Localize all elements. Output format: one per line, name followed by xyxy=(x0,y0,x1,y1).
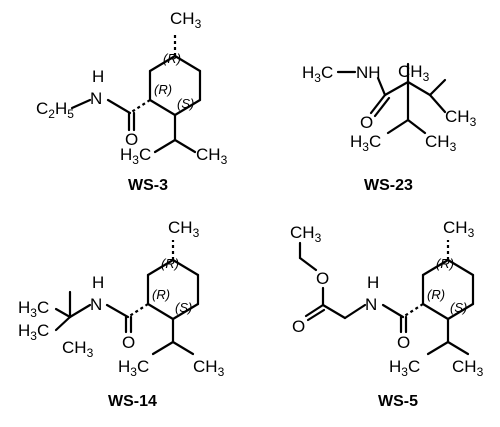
ws14-h3c-2: H3C xyxy=(18,321,49,343)
ws5-ipr-right xyxy=(446,340,470,356)
molecule-ws-14: CH3 H3C H3C H N CH3 O H3C CH3 (R) (R) (S… xyxy=(18,218,225,410)
ws14-cn-bond xyxy=(105,303,130,319)
ws5-o-ch2-bond xyxy=(298,256,318,272)
ws5-nh-h: H xyxy=(367,273,379,292)
ws23-o: O xyxy=(360,113,373,132)
ws5-o-amide: O xyxy=(397,333,410,352)
ws14-ring-bonds xyxy=(146,258,200,321)
ws14-ch3-top: CH3 xyxy=(168,218,200,240)
ws3-caption: WS-3 xyxy=(128,177,168,194)
ws14-ipr-right xyxy=(171,340,195,356)
ws5-ch3-right: CH3 xyxy=(452,357,484,379)
ws23-cq-ipr1 xyxy=(406,80,432,97)
ws14-n: N xyxy=(90,295,102,314)
ws23-ipr1-a xyxy=(428,78,447,97)
ws3-ch3-top: CH3 xyxy=(170,9,202,31)
ws14-caption: WS-14 xyxy=(108,393,157,410)
ws23-c-cq-bond xyxy=(383,80,410,97)
ws23-n-c-bond xyxy=(376,76,387,97)
ws5-caption: WS-5 xyxy=(378,393,418,410)
ws23-ch3-bottom: CH3 xyxy=(425,132,457,154)
ws5-o-ester: O xyxy=(316,269,329,288)
ws3-h3c: H3C xyxy=(120,145,151,167)
ws3-amide-dash xyxy=(129,99,151,114)
ws5-ch3-ethyl: CH3 xyxy=(290,223,322,245)
ws14-stereo-3: (S) xyxy=(175,300,192,315)
ws5-n: N xyxy=(365,295,377,314)
ws14-tbu-2 xyxy=(54,315,72,332)
ws5-amide-dash xyxy=(402,303,424,318)
ws14-nh-h: H xyxy=(92,273,104,292)
ws3-ipr-right xyxy=(173,138,197,154)
ws3-c2h5: C2H5 xyxy=(36,99,74,121)
ws3-n: N xyxy=(90,89,102,108)
ws5-stereo-2: (R) xyxy=(427,287,445,302)
ws3-cn-bond xyxy=(106,98,132,115)
ws3-stereo-3: (S) xyxy=(177,96,194,111)
ws3-ring-bonds xyxy=(148,54,202,117)
ws14-stereo-1: (R) xyxy=(161,256,179,271)
ws3-nc-bond xyxy=(70,98,92,110)
ws5-stereo-3: (S) xyxy=(450,300,467,315)
ws14-stereo-2: (R) xyxy=(152,287,170,302)
ws23-co-bond-2 xyxy=(373,96,391,118)
ws5-cn-bond xyxy=(381,303,405,319)
ws23-ipr2-b xyxy=(406,118,427,135)
ws23-caption: WS-23 xyxy=(364,177,413,194)
ws14-ch3-left: CH3 xyxy=(62,338,94,360)
ws14-h3c-1: H3C xyxy=(18,298,49,320)
ws3-ipr-left xyxy=(153,138,177,154)
ws3-stereo-1: (R) xyxy=(163,51,181,66)
ws5-stereo-1: (R) xyxy=(436,256,454,271)
ws5-ch3-top: CH3 xyxy=(443,218,475,240)
ws23-h3c: H3C xyxy=(302,63,333,85)
ws14-o: O xyxy=(122,333,135,352)
ws23-ipr1-b xyxy=(428,93,447,114)
ws14-ch3-right: CH3 xyxy=(193,357,225,379)
ws23-nh: NH xyxy=(356,63,381,82)
ws14-h3c: H3C xyxy=(118,357,149,379)
ws3-stereo-2: (R) xyxy=(154,82,172,97)
ws23-ch3-mid: CH3 xyxy=(398,62,430,84)
ws3-ch3-right: CH3 xyxy=(196,145,228,167)
ws14-n-tbu-bond xyxy=(68,303,92,319)
ws5-ring-bonds xyxy=(421,258,475,321)
ws3-nh-h: H xyxy=(92,67,104,86)
ws3-o: O xyxy=(125,130,138,149)
ws23-co-bond-1 xyxy=(369,93,387,115)
ws5-co-bond-b xyxy=(306,308,326,322)
ws5-ipr-left xyxy=(426,340,450,356)
ws5-n-ch2-bond xyxy=(343,303,367,320)
ws23-ipr2-a xyxy=(386,118,410,135)
ws14-tbu-1 xyxy=(54,307,72,319)
ws23-h3c-bottom: H3C xyxy=(350,132,381,154)
ws5-ch2-c-bond xyxy=(321,303,347,320)
ws14-amide-dash xyxy=(127,303,149,318)
molecule-ws-3: CH3 H N C2H5 O H3C CH3 (R) (R) (S) WS-3 xyxy=(36,9,228,194)
ws14-ipr-left xyxy=(151,340,175,356)
molecule-ws-5: CH3 O O H N CH3 O H3C CH3 (R) (R) (S) WS… xyxy=(290,218,484,410)
ws5-o-carbonyl: O xyxy=(292,317,305,336)
ws5-h3c: H3C xyxy=(389,357,420,379)
molecule-ws-23: H3C NH CH3 O CH3 H3C CH3 WS-23 xyxy=(302,62,477,194)
ws5-co-bond-a xyxy=(304,303,325,318)
ws23-ch3-right: CH3 xyxy=(445,107,477,129)
